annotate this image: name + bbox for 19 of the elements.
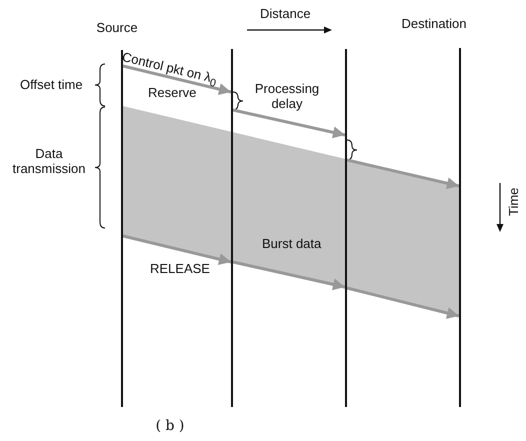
phase-label: Reserve xyxy=(148,86,196,101)
lifeline xyxy=(231,49,233,407)
arrow xyxy=(232,260,346,290)
axis-title: Time xyxy=(507,188,522,216)
band-label: Burst data xyxy=(262,237,322,252)
arrow xyxy=(346,286,460,319)
arrow xyxy=(122,234,232,266)
brace-label: Processing delay xyxy=(254,82,320,112)
arrow xyxy=(346,158,460,190)
axis-title: Distance xyxy=(260,7,311,22)
brace-label: Offset time xyxy=(20,78,83,93)
brace-label: Data transmission xyxy=(12,147,86,177)
arrow xyxy=(122,64,232,96)
edge-label: RELEASE xyxy=(150,262,210,277)
caption: ( b ) xyxy=(154,418,186,434)
endpoint-label: Source xyxy=(96,20,138,35)
lifeline xyxy=(345,49,347,407)
endpoint-label: Destination xyxy=(401,16,467,31)
arrow xyxy=(232,108,346,138)
